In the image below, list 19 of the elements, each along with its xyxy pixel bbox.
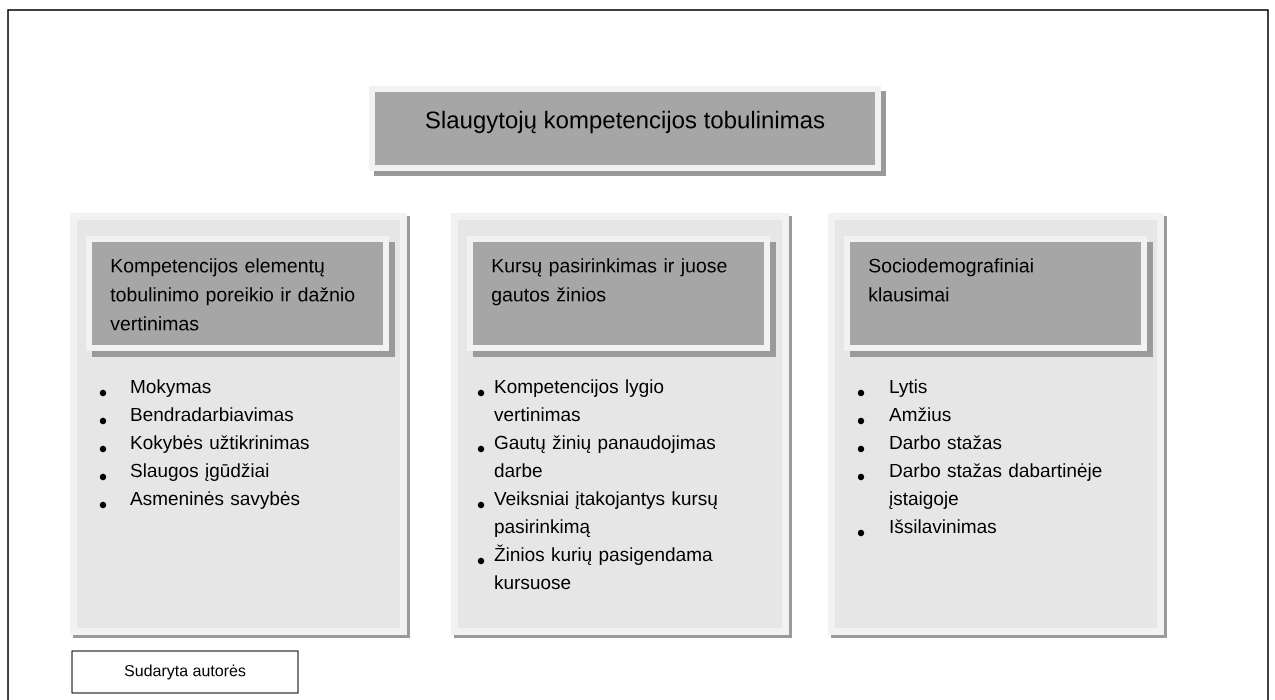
list-item: Veiksniai įtakojantys kursų pasirinkimą — [477, 491, 717, 537]
list-item: Mokymas — [99, 379, 211, 397]
source-box: Sudaryta autorės — [71, 650, 299, 694]
list-item: Išsilavinimas — [857, 519, 996, 537]
heading-box: Kompetencijos elementų tobulinimo poreikio ir dažnio vertinimas — [86, 236, 395, 357]
heading-box: Sociodemografiniai klausimai — [844, 236, 1153, 357]
list-item: Slaugos įgūdžiai — [99, 463, 269, 481]
list-item: Darbo stažas dabartinėje įstaigoje — [857, 463, 1102, 509]
list-item: Kokybės užtikrinimas — [99, 435, 309, 453]
list-item: Kompetencijos lygio vertinimas — [477, 379, 664, 422]
list-item: Gautų žinių panaudojimas darbe — [477, 435, 716, 478]
list-item: Darbo stažas — [857, 435, 1002, 453]
list-item: Žinios kurių pasigendama kursuose — [477, 544, 713, 590]
list-item: Asmeninės savybės — [99, 491, 300, 509]
heading-box: Kursų pasirinkimas ir juose gautos žinios — [467, 236, 776, 357]
list-item: Bendradarbiavimas — [99, 407, 293, 425]
list-item: Amžius — [857, 407, 951, 425]
list-item: Lytis — [857, 379, 927, 397]
title-box: Slaugytojų kompetencijos tobulinimas — [369, 86, 886, 176]
